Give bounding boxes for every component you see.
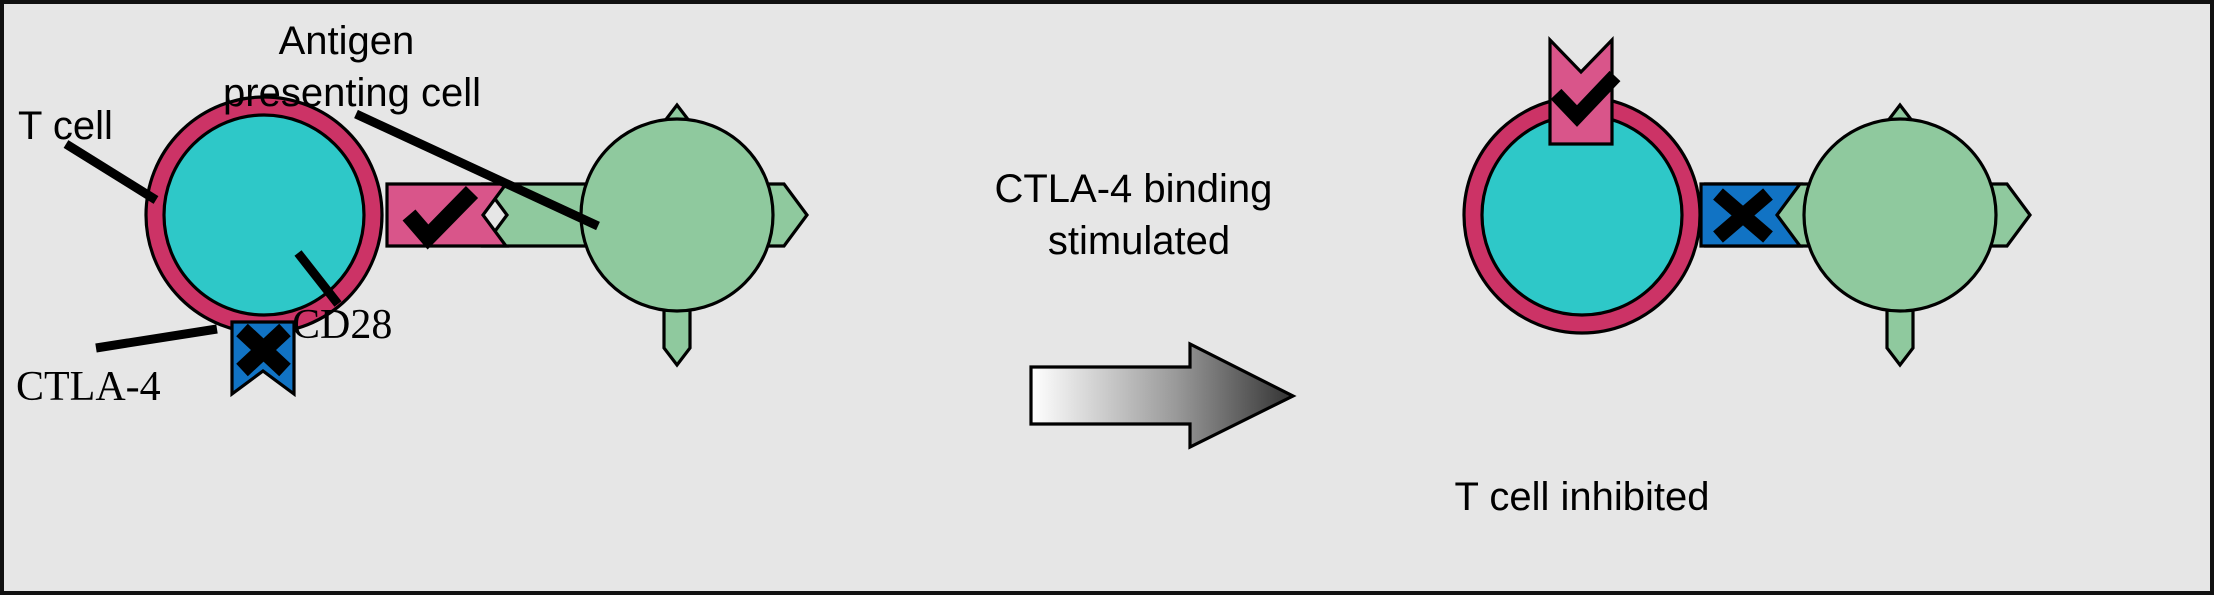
cd28-body-right [1548,36,1614,146]
diagram-canvas: T cell Antigen presenting cell CD28 CTLA… [16,19,2032,519]
t-cell-leader-line [63,140,159,204]
apc-label-line-2: presenting cell [223,71,481,115]
ctla4-cross-icon-right [1713,188,1773,243]
ctla4-label: CTLA-4 [16,364,161,410]
apc-leader-line [354,109,600,231]
cd28-leader-line [294,250,342,307]
antigen-presenting-cell-left [480,102,809,368]
t-cell-left [144,95,384,335]
right-panel-inhibited: T cell inhibited [1455,36,2032,519]
t-cell-inhibited-caption: T cell inhibited [1455,475,1710,519]
apc-body-left [579,117,775,313]
transition-text-line-2: stimulated [1048,219,1230,263]
apc-body-right [1802,117,1998,313]
antigen-presenting-cell-label: Antigen presenting cell [223,19,481,115]
transition-group: CTLA-4 binding stimulated [994,167,1297,450]
cd28-check-icon-left [402,186,479,250]
t-cell-label: T cell [18,104,113,148]
ctla4-cross-icon-left [236,323,291,377]
cd28-receptor-right [1548,36,1621,146]
cd28-receptor-left [385,182,510,250]
cd28-check-icon-right [1550,70,1621,127]
transition-text: CTLA-4 binding stimulated [994,167,1283,263]
t-cell-cytoplasm-left [162,113,366,317]
apc-label-line-1: Antigen [279,19,415,63]
cd28-label: CD28 [292,302,392,348]
ctla4-leader-line [95,324,218,353]
transition-arrow-icon [1029,341,1297,450]
transition-text-line-1: CTLA-4 binding [994,167,1272,211]
ctla4-receptor-right [1699,182,1804,248]
left-panel-unstimulated: T cell Antigen presenting cell CD28 CTLA… [16,19,809,410]
ctla4-receptor-left [230,320,296,398]
